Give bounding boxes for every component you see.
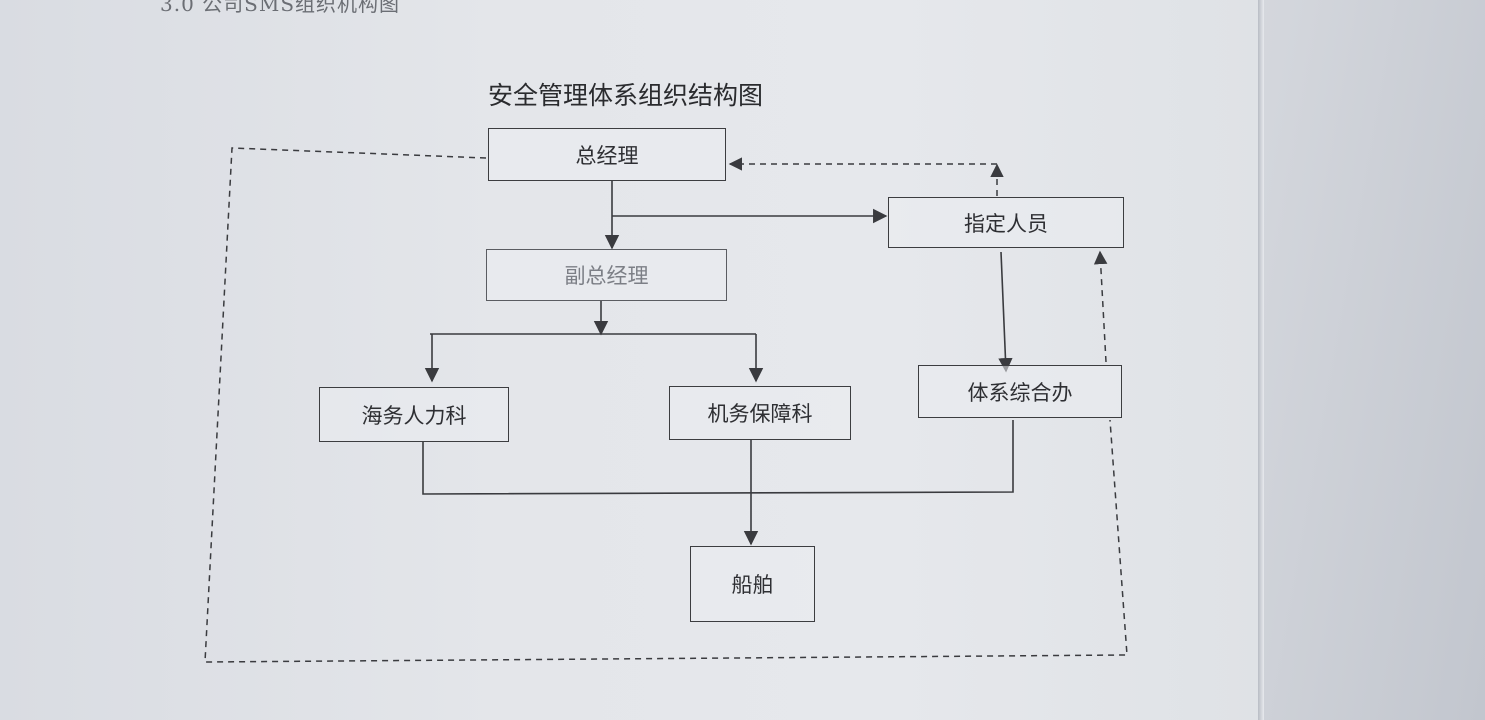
node-maritime-hr-section: 海务人力科 <box>319 387 509 442</box>
section-heading: 3.0 公司SMS组织机构图 <box>160 0 401 16</box>
node-system-office: 体系综合办 <box>918 365 1122 418</box>
node-engineering-support-section: 机务保障科 <box>669 386 851 440</box>
node-deputy-general-manager: 副总经理 <box>486 249 727 301</box>
sections-collect-line <box>422 420 1014 495</box>
paper-page <box>0 0 1262 720</box>
node-general-manager: 总经理 <box>488 128 726 181</box>
feedback-loop-dashed <box>204 147 1128 663</box>
page-edge <box>1258 0 1264 720</box>
diagram-title: 安全管理体系组织结构图 <box>488 81 764 110</box>
office-to-designated-dashed <box>1093 250 1108 363</box>
designated-to-office-line <box>998 251 1013 373</box>
node-designated-person: 指定人员 <box>888 197 1124 248</box>
node-ships: 船舶 <box>690 546 815 622</box>
